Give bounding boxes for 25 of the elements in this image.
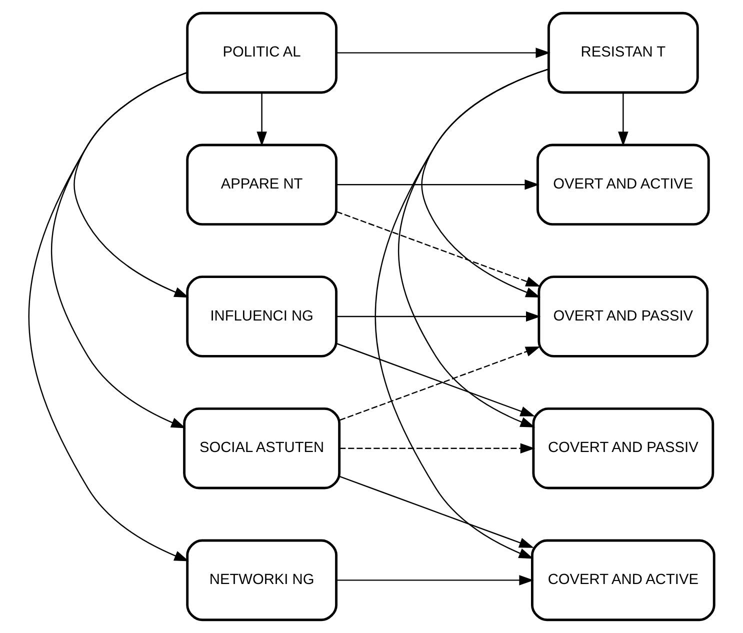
- node-box: RESISTAN T: [547, 12, 699, 94]
- arrow: [421, 68, 549, 298]
- arrow: [336, 48, 550, 58]
- node-box: APPARE NT: [186, 144, 338, 226]
- node-box: COVERT AND ACTIVE: [531, 539, 716, 622]
- arrow: [74, 72, 190, 298]
- arrow: [340, 443, 536, 454]
- node-box: SOCIAL ASTUTEN: [183, 407, 341, 490]
- arrow: [336, 311, 541, 322]
- arrow: [336, 180, 540, 190]
- arrow: [336, 211, 541, 287]
- arrow: [374, 68, 549, 559]
- node-box: INFLUENCI NG: [186, 276, 338, 358]
- node-box: OVERT AND ACTIVE: [536, 144, 710, 226]
- arrow: [339, 476, 534, 548]
- arrow: [50, 72, 188, 428]
- arrow: [398, 68, 549, 428]
- arrow: [256, 92, 267, 146]
- node-box: POLITIC AL: [186, 12, 338, 94]
- arrow: [336, 575, 534, 586]
- node-box: OVERT AND PASSIV: [538, 276, 709, 358]
- node-box: COVERT AND PASSIV: [532, 407, 714, 490]
- node-box: NETWORKI NG: [186, 539, 338, 622]
- arrow: [618, 92, 628, 146]
- arrow: [28, 72, 190, 562]
